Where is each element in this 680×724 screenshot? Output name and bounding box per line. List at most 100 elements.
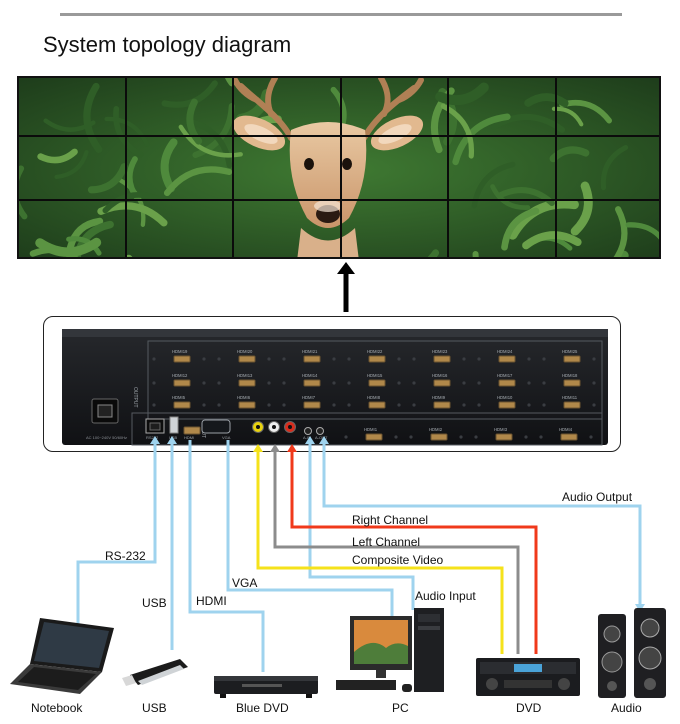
label-audio-input: Audio Input <box>415 589 476 603</box>
notebook-icon <box>10 618 114 694</box>
hdmi-output-port <box>368 379 386 387</box>
deer-head <box>289 122 367 228</box>
hdmi-output-port <box>173 355 191 363</box>
hdmi-output-label: HDMI23 <box>432 349 448 354</box>
output-panel-label: OUTPUT <box>132 387 138 408</box>
hdmi-output-port <box>433 401 451 409</box>
hdmi-output-port <box>498 401 516 409</box>
hdmi-output-label: HDMI5 <box>172 395 186 400</box>
hdmi-output-label: HDMI3 <box>494 427 508 432</box>
hdmi-output-port <box>563 355 581 363</box>
vga-port-label: VGA <box>222 435 231 440</box>
hdmi-output-port <box>430 433 448 441</box>
hdmi-output-port <box>303 355 321 363</box>
hdmi-output-label: HDMI13 <box>237 373 253 378</box>
device-label-pc: PC <box>392 701 409 715</box>
hdmi-output-label: HDMI20 <box>237 349 253 354</box>
hdmi-output-label: HDMI1 <box>364 427 378 432</box>
label-audio-output: Audio Output <box>562 490 633 504</box>
cable-right-channel <box>290 448 538 654</box>
hdmi-output-label: HDMI14 <box>302 373 318 378</box>
label-usb: USB <box>142 596 167 610</box>
vga-port <box>201 419 231 434</box>
cable-left-channel <box>273 448 520 654</box>
usb-port <box>169 416 179 434</box>
usb-stick-icon <box>122 659 188 686</box>
label-composite-video: Composite Video <box>352 553 444 567</box>
deer-left-eye <box>304 158 314 170</box>
hdmi-output-port <box>303 401 321 409</box>
cable-audio-input <box>308 440 415 610</box>
dvd-receiver-icon <box>476 658 580 696</box>
hdmi-output-port <box>498 379 516 387</box>
label-vga: VGA <box>232 576 258 590</box>
hdmi-output-port <box>173 401 191 409</box>
cable-audio-output <box>322 440 642 608</box>
audio-in-jack <box>304 427 312 435</box>
hdmi-output-port <box>238 355 256 363</box>
audio-out-jack <box>316 427 324 435</box>
usb-port-label: USB <box>169 435 178 440</box>
hdmi-output-label: HDMI9 <box>432 395 446 400</box>
hdmi-output-label: HDMI2 <box>429 427 443 432</box>
hdmi-output-port <box>173 379 191 387</box>
hdmi-input-label: HDMI <box>184 435 194 440</box>
hdmi-output-port <box>238 401 256 409</box>
audio-in-label: A-IN <box>303 435 311 440</box>
deer-neck <box>297 228 359 257</box>
label-rs232: RS-232 <box>105 549 146 563</box>
signal-up-arrow <box>337 262 355 312</box>
label-hdmi: HDMI <box>196 594 227 608</box>
hdmi-output-label: HDMI22 <box>367 349 383 354</box>
video-wall <box>17 76 661 259</box>
pc-icon <box>336 608 444 692</box>
diagram-title: System topology diagram <box>43 32 292 57</box>
hdmi-output-label: HDMI4 <box>559 427 573 432</box>
device-label-dvd: DVD <box>516 701 542 715</box>
hdmi-output-port <box>498 355 516 363</box>
hdmi-output-label: HDMI8 <box>367 395 381 400</box>
cable-hdmi <box>188 440 265 672</box>
hdmi-output-port <box>368 355 386 363</box>
hdmi-output-label: HDMI12 <box>172 373 188 378</box>
hdmi-output-port <box>368 401 386 409</box>
hdmi-output-label: HDMI15 <box>367 373 383 378</box>
audio-speakers-icon <box>598 608 666 698</box>
label-right-channel: Right Channel <box>352 513 429 527</box>
hdmi-output-port <box>563 379 581 387</box>
hdmi-output-label: HDMI17 <box>497 373 513 378</box>
cable-vga <box>226 440 394 618</box>
label-left-channel: Left Channel <box>352 535 421 549</box>
hdmi-output-label: HDMI16 <box>432 373 448 378</box>
hdmi-input-port <box>183 426 201 435</box>
bezel-grid <box>19 78 659 257</box>
hdmi-output-port <box>365 433 383 441</box>
hdmi-output-port <box>563 401 581 409</box>
hdmi-output-port <box>495 433 513 441</box>
deer-antlers <box>232 78 424 141</box>
hdmi-output-port <box>560 433 578 441</box>
rs232-port-label: RS232 <box>146 435 159 440</box>
hdmi-output-label: HDMI6 <box>237 395 251 400</box>
hdmi-output-label: HDMI11 <box>562 395 578 400</box>
hdmi-output-port <box>238 379 256 387</box>
top-divider <box>60 13 622 16</box>
hdmi-output-port <box>303 379 321 387</box>
cable-composite-video <box>256 448 504 654</box>
hdmi-output-label: HDMI25 <box>562 349 578 354</box>
cable-rs232 <box>76 440 157 626</box>
hdmi-output-label: HDMI18 <box>562 373 578 378</box>
device-label-audio: Audio <box>611 701 642 715</box>
hdmi-output-label: HDMI21 <box>302 349 318 354</box>
hdmi-output-label: HDMI19 <box>172 349 188 354</box>
audio-out-label: A-OUT <box>315 435 328 440</box>
device-label-usb: USB <box>142 701 167 715</box>
device-label-notebook: Notebook <box>31 701 83 715</box>
power-label: AC 100~240V 50/60Hz <box>86 435 127 440</box>
blue-dvd-player-icon <box>214 676 318 698</box>
hdmi-output-label: HDMI24 <box>497 349 513 354</box>
hdmi-output-port <box>433 379 451 387</box>
